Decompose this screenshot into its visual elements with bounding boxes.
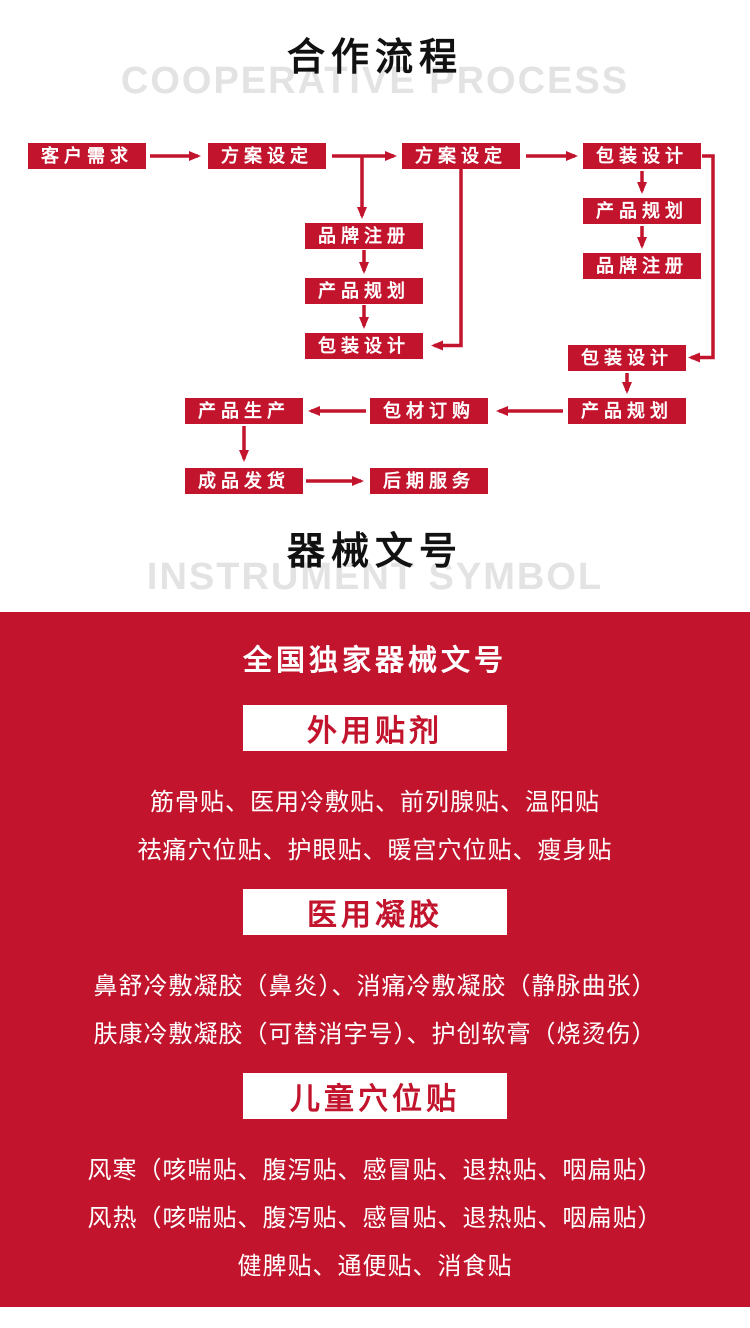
cert-group-title-external-patch: 外用贴剂	[243, 705, 507, 751]
instrument-symbol-header: INSTRUMENT SYMBOL 器械文号	[0, 520, 750, 612]
flow-node-production: 产品生产	[185, 398, 303, 424]
certificate-panel-heading: 全国独家器械文号	[242, 645, 507, 677]
cert-group-title-medical-gel: 医用凝胶	[243, 889, 507, 935]
flow-node-after-service: 后期服务	[370, 468, 488, 494]
flow-node-package-design-1: 包装设计	[583, 143, 701, 169]
flow-node-product-plan-2: 产品规划	[305, 278, 423, 304]
flow-node-brand-register-2: 品牌注册	[305, 223, 423, 249]
instrument-watermark: INSTRUMENT SYMBOL	[146, 556, 604, 598]
cooperation-process-section: COOPERATIVE PROCESS 合作流程 客户需求 方案设定 方	[0, 0, 750, 520]
flowchart-arrows	[150, 151, 715, 486]
flow-node-package-design-2: 包装设计	[305, 333, 423, 359]
cert-line: 风热（咳喘贴、腹泻贴、感冒贴、退热贴、咽扁贴）	[87, 1205, 663, 1232]
cert-line: 肤康冷敷凝胶（可替消字号）、护创软膏（烧烫伤）	[93, 1021, 657, 1048]
flow-node-product-plan-3: 产品规划	[568, 398, 686, 424]
cert-group-external-patch: 外用贴剂 筋骨贴、医用冷敷贴、前列腺贴、温阳贴 祛痛穴位贴、护眼贴、暖宫穴位贴、…	[20, 705, 730, 863]
instrument-title: 器械文号	[286, 531, 463, 573]
process-watermark: COOPERATIVE PROCESS	[120, 60, 630, 102]
flow-node-shipping: 成品发货	[185, 468, 303, 494]
flow-node-package-design-3: 包装设计	[568, 345, 686, 371]
certificate-panel: 全国独家器械文号 外用贴剂 筋骨贴、医用冷敷贴、前列腺贴、温阳贴 祛痛穴位贴、护…	[0, 612, 750, 1307]
flow-node-material-order: 包材订购	[370, 398, 488, 424]
flow-node-plan-setup-1: 方案设定	[208, 143, 326, 169]
flow-node-brand-register-1: 品牌注册	[583, 253, 701, 279]
arrow-plan2-drop-to-package2	[431, 168, 463, 351]
arrow-package1-side-to-package3	[688, 154, 715, 363]
flow-node-plan-setup-2: 方案设定	[402, 143, 520, 169]
cert-line: 风寒（咳喘贴、腹泻贴、感冒贴、退热贴、咽扁贴）	[87, 1157, 663, 1184]
flow-node-customer-demand: 客户需求	[28, 143, 146, 169]
cert-line: 健脾贴、通便贴、消食贴	[237, 1253, 513, 1280]
cert-line: 祛痛穴位贴、护眼贴、暖宫穴位贴、瘦身贴	[137, 837, 613, 864]
cert-group-children-patch: 儿童穴位贴 风寒（咳喘贴、腹泻贴、感冒贴、退热贴、咽扁贴） 风热（咳喘贴、腹泻贴…	[20, 1073, 730, 1279]
process-title: 合作流程	[286, 37, 463, 79]
flow-node-product-plan-1: 产品规划	[583, 198, 701, 224]
cert-line: 筋骨贴、医用冷敷贴、前列腺贴、温阳贴	[150, 789, 600, 816]
bottom-strip	[0, 1307, 750, 1325]
cert-group-title-children-patch: 儿童穴位贴	[243, 1073, 507, 1119]
cert-line: 鼻舒冷敷凝胶（鼻炎）、消痛冷敷凝胶（静脉曲张）	[93, 973, 657, 1000]
cert-group-medical-gel: 医用凝胶 鼻舒冷敷凝胶（鼻炎）、消痛冷敷凝胶（静脉曲张） 肤康冷敷凝胶（可替消字…	[20, 889, 730, 1047]
